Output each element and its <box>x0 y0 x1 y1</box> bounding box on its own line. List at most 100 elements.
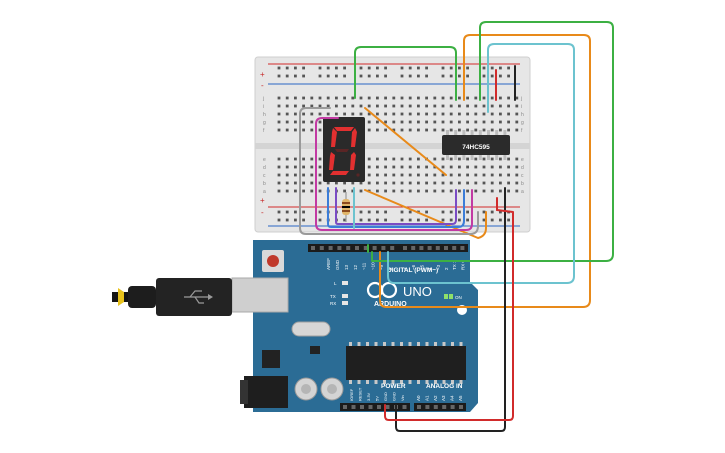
rail-hole[interactable] <box>466 74 469 78</box>
breadboard-hole[interactable] <box>343 189 346 193</box>
power-pin[interactable] <box>343 405 347 409</box>
seven-segment-display[interactable] <box>323 117 365 182</box>
breadboard-hole[interactable] <box>335 104 338 108</box>
breadboard-hole[interactable] <box>482 104 486 108</box>
breadboard-hole[interactable] <box>449 120 453 124</box>
breadboard-hole[interactable] <box>499 128 502 132</box>
analog-pin[interactable] <box>433 405 438 409</box>
rail-hole[interactable] <box>367 74 371 78</box>
breadboard-hole[interactable] <box>392 128 396 132</box>
wire-orange-diag[interactable] <box>364 189 487 239</box>
power-pin[interactable] <box>351 405 356 409</box>
digital-pin[interactable] <box>355 246 359 250</box>
breadboard-hole[interactable] <box>285 165 289 169</box>
breadboard-hole[interactable] <box>310 96 314 100</box>
breadboard-hole[interactable] <box>376 104 379 108</box>
rail-hole[interactable] <box>326 66 330 70</box>
breadboard-hole[interactable] <box>449 173 453 177</box>
rail-hole[interactable] <box>425 74 428 78</box>
breadboard-hole[interactable] <box>294 112 297 116</box>
breadboard-hole[interactable] <box>318 165 322 169</box>
breadboard-hole[interactable] <box>466 96 469 100</box>
breadboard-hole[interactable] <box>474 112 478 116</box>
breadboard-hole[interactable] <box>310 189 314 193</box>
breadboard-hole[interactable] <box>376 189 379 193</box>
arduino-board[interactable]: ARDUINO UNO DIGITAL (PWM~) POWER ANALOG … <box>231 240 478 412</box>
rail-hole[interactable] <box>458 218 461 222</box>
rail-hole[interactable] <box>441 66 445 70</box>
breadboard-hole[interactable] <box>294 120 297 124</box>
breadboard-hole[interactable] <box>474 128 478 132</box>
breadboard-hole[interactable] <box>335 96 338 100</box>
breadboard-hole[interactable] <box>425 128 428 132</box>
rail-hole[interactable] <box>449 66 453 70</box>
breadboard-hole[interactable] <box>285 181 289 185</box>
breadboard-hole[interactable] <box>433 120 437 124</box>
digital-pin[interactable] <box>319 246 324 250</box>
breadboard-hole[interactable] <box>294 189 297 193</box>
breadboard-hole[interactable] <box>458 104 461 108</box>
breadboard-hole[interactable] <box>490 181 494 185</box>
breadboard-hole[interactable] <box>400 189 404 193</box>
breadboard-hole[interactable] <box>367 157 371 161</box>
digital-pin-holes[interactable] <box>311 246 465 250</box>
rail-hole[interactable] <box>441 218 445 222</box>
rail-hole[interactable] <box>294 66 297 70</box>
rail-hole[interactable] <box>277 210 281 214</box>
rail-hole[interactable] <box>490 66 494 70</box>
breadboard-hole[interactable] <box>466 128 469 132</box>
rail-hole[interactable] <box>507 74 510 78</box>
breadboard-hole[interactable] <box>392 165 396 169</box>
rail-hole[interactable] <box>425 218 428 222</box>
breadboard-hole[interactable] <box>384 165 387 169</box>
breadboard-hole[interactable] <box>417 165 420 169</box>
breadboard-hole[interactable] <box>392 120 396 124</box>
breadboard-hole[interactable] <box>326 96 330 100</box>
breadboard-hole[interactable] <box>507 104 510 108</box>
breadboard-hole[interactable] <box>376 112 379 116</box>
reset-button-cap[interactable] <box>267 255 279 267</box>
breadboard-hole[interactable] <box>318 112 322 116</box>
breadboard-hole[interactable] <box>384 189 387 193</box>
rail-hole[interactable] <box>367 66 371 70</box>
breadboard-hole[interactable] <box>318 128 322 132</box>
breadboard-hole[interactable] <box>367 173 371 177</box>
rail-hole[interactable] <box>343 218 346 222</box>
breadboard-hole[interactable] <box>449 157 453 161</box>
breadboard-hole[interactable] <box>458 189 461 193</box>
breadboard-hole[interactable] <box>466 189 469 193</box>
breadboard-hole[interactable] <box>417 181 420 185</box>
breadboard-hole[interactable] <box>417 128 420 132</box>
rail-hole[interactable] <box>458 66 461 70</box>
rail-hole[interactable] <box>318 210 322 214</box>
breadboard-hole[interactable] <box>515 189 519 193</box>
wire-purple[interactable] <box>335 187 457 225</box>
breadboard-hole[interactable] <box>367 181 371 185</box>
rail-hole[interactable] <box>482 210 486 214</box>
breadboard-hole[interactable] <box>515 157 519 161</box>
breadboard-hole[interactable] <box>376 173 379 177</box>
rail-hole[interactable] <box>294 210 297 214</box>
breadboard-hole[interactable] <box>376 96 379 100</box>
breadboard-hole[interactable] <box>458 181 461 185</box>
breadboard-hole[interactable] <box>507 128 510 132</box>
digital-pin[interactable] <box>363 246 368 250</box>
breadboard-hole[interactable] <box>417 157 420 161</box>
rail-hole[interactable] <box>490 210 494 214</box>
rail-hole[interactable] <box>458 210 461 214</box>
breadboard-hole[interactable] <box>482 96 486 100</box>
breadboard-hole[interactable] <box>441 112 445 116</box>
digital-pin[interactable] <box>444 246 448 250</box>
breadboard-hole[interactable] <box>277 173 281 177</box>
breadboard-hole[interactable] <box>425 181 428 185</box>
breadboard-hole[interactable] <box>302 189 305 193</box>
rail-hole[interactable] <box>277 74 281 78</box>
breadboard-hole[interactable] <box>277 189 281 193</box>
breadboard-hole[interactable] <box>310 165 314 169</box>
power-pin[interactable] <box>368 405 373 409</box>
breadboard-hole[interactable] <box>400 96 404 100</box>
rail-hole[interactable] <box>318 66 322 70</box>
breadboard-hole[interactable] <box>499 157 502 161</box>
breadboard-hole[interactable] <box>384 112 387 116</box>
rail-hole[interactable] <box>302 210 305 214</box>
